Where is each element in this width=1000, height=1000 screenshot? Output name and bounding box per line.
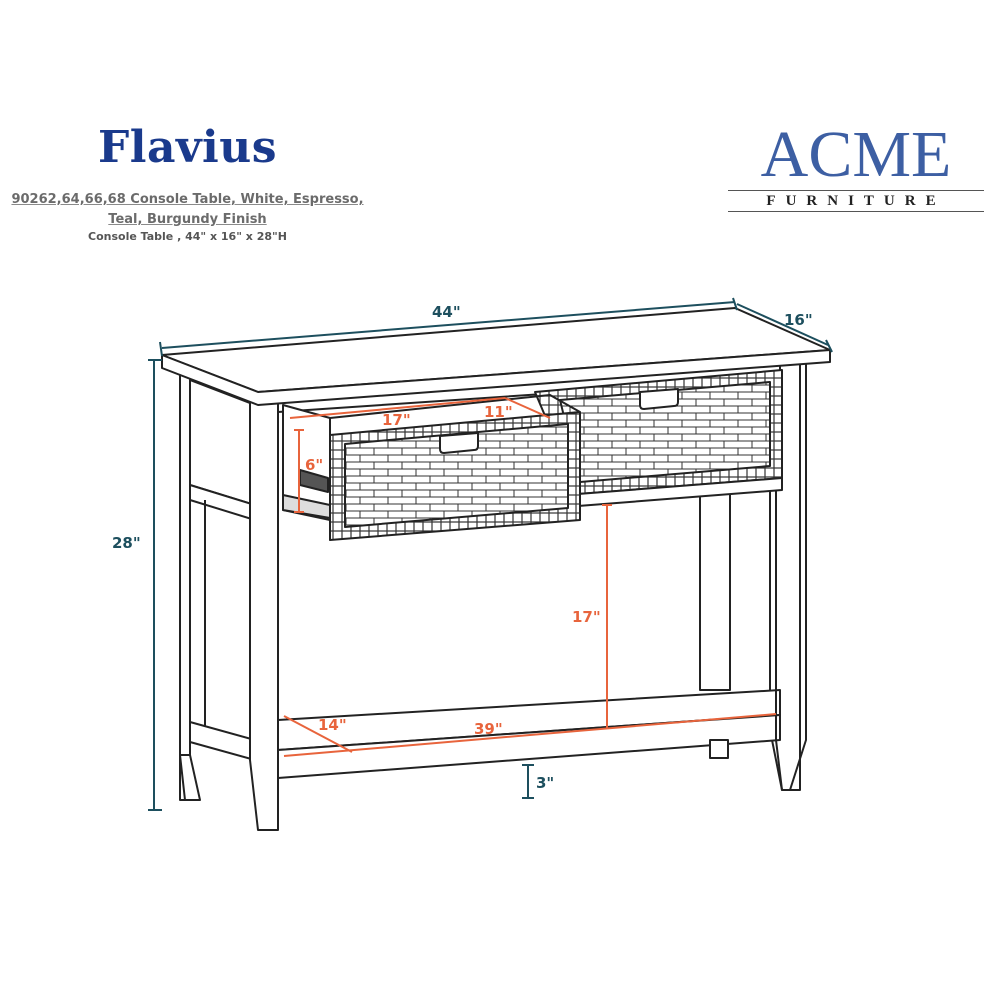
logo-divider bbox=[728, 190, 984, 191]
dimension-depth-label: 16" bbox=[784, 311, 813, 329]
drawer-depth-label: 11" bbox=[484, 403, 513, 421]
table-line-art bbox=[161, 307, 831, 831]
shelf-clearance-label: 17" bbox=[572, 608, 601, 626]
shelf-width-label: 39" bbox=[474, 720, 503, 738]
shelf-depth-label: 14" bbox=[318, 716, 347, 734]
subtitle-line-1: 90262,64,66,68 Console Table, White, Esp… bbox=[11, 192, 364, 207]
logo-main-text: ACME bbox=[760, 118, 952, 191]
dimension-leg-clearance-label: 3" bbox=[536, 774, 554, 792]
logo-sub-text: FURNITURE bbox=[766, 193, 946, 209]
product-title: Flavius bbox=[97, 122, 277, 173]
overall-dimension-lines bbox=[148, 297, 833, 811]
product-subtitle: 90262,64,66,68 Console Table, White, Esp… bbox=[0, 190, 375, 230]
logo-divider-bottom bbox=[728, 211, 984, 212]
drawer-width-label: 17" bbox=[382, 411, 411, 429]
product-dimensions-summary: Console Table , 44" x 16" x 28"H bbox=[88, 230, 287, 243]
acme-furniture-logo: ACME FURNITURE bbox=[728, 122, 984, 214]
dimension-width-label: 44" bbox=[432, 303, 461, 321]
drawer-height-label: 6" bbox=[305, 456, 323, 474]
dimension-height-label: 28" bbox=[112, 534, 141, 552]
inner-dimension-lines bbox=[283, 397, 777, 757]
subtitle-line-2: Teal, Burgundy Finish bbox=[108, 212, 267, 227]
